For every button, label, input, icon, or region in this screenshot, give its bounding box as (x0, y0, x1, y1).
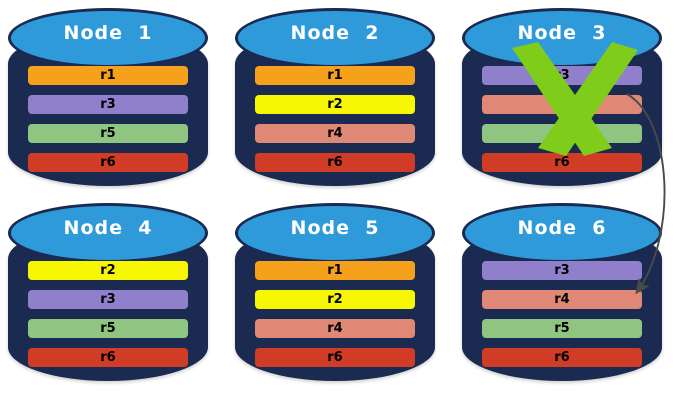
cylinder-top (235, 8, 435, 68)
record-bar-r5[interactable]: r5 (482, 319, 642, 338)
record-bar-r3[interactable]: r3 (482, 261, 642, 280)
node-title: Node 1 (63, 22, 153, 44)
record-bar-r1[interactable]: r1 (28, 66, 188, 85)
node-4[interactable]: Node 4 r2 r3 r5 r6 (8, 203, 208, 381)
record-bar-r3[interactable]: r3 (28, 290, 188, 309)
record-bar-r4[interactable]: r4 (255, 124, 415, 143)
record-bar-r6[interactable]: r6 (482, 348, 642, 367)
record-bar-r1[interactable]: r1 (255, 261, 415, 280)
node-3[interactable]: Node 3 r3 r4 r5 r6 (462, 8, 662, 186)
node-2[interactable]: Node 2 r1 r2 r4 r6 (235, 8, 435, 186)
cylinder-top (8, 8, 208, 68)
record-bar-r5[interactable]: r5 (28, 124, 188, 143)
node-6[interactable]: Node 6 r3 r4 r5 r6 (462, 203, 662, 381)
record-bar-r4[interactable]: r4 (255, 319, 415, 338)
node-title: Node 5 (290, 217, 380, 239)
record-bar-r6[interactable]: r6 (28, 153, 188, 172)
node-5[interactable]: Node 5 r1 r2 r4 r6 (235, 203, 435, 381)
record-list: r3 r4 r5 r6 (482, 66, 642, 172)
record-bar-r6[interactable]: r6 (255, 153, 415, 172)
node-title: Node 2 (290, 22, 380, 44)
record-bar-r4[interactable]: r4 (482, 95, 642, 114)
record-list: r1 r2 r4 r6 (255, 66, 415, 172)
record-bar-r1[interactable]: r1 (255, 66, 415, 85)
record-bar-r6[interactable]: r6 (255, 348, 415, 367)
record-bar-r6[interactable]: r6 (28, 348, 188, 367)
record-bar-r5[interactable]: r5 (482, 124, 642, 143)
record-bar-r6[interactable]: r6 (482, 153, 642, 172)
node-title: Node 4 (63, 217, 153, 239)
record-list: r3 r4 r5 r6 (482, 261, 642, 367)
record-list: r1 r2 r4 r6 (255, 261, 415, 367)
record-bar-r3[interactable]: r3 (28, 95, 188, 114)
record-bar-r2[interactable]: r2 (255, 95, 415, 114)
record-list: r1 r3 r5 r6 (28, 66, 188, 172)
record-bar-r5[interactable]: r5 (28, 319, 188, 338)
record-bar-r3[interactable]: r3 (482, 66, 642, 85)
node-title: Node 3 (517, 22, 607, 44)
record-list: r2 r3 r5 r6 (28, 261, 188, 367)
record-bar-r2[interactable]: r2 (255, 290, 415, 309)
cylinder-top (235, 203, 435, 263)
node-1[interactable]: Node 1 r1 r3 r5 r6 (8, 8, 208, 186)
record-bar-r2[interactable]: r2 (28, 261, 188, 280)
record-bar-r4[interactable]: r4 (482, 290, 642, 309)
node-title: Node 6 (517, 217, 607, 239)
